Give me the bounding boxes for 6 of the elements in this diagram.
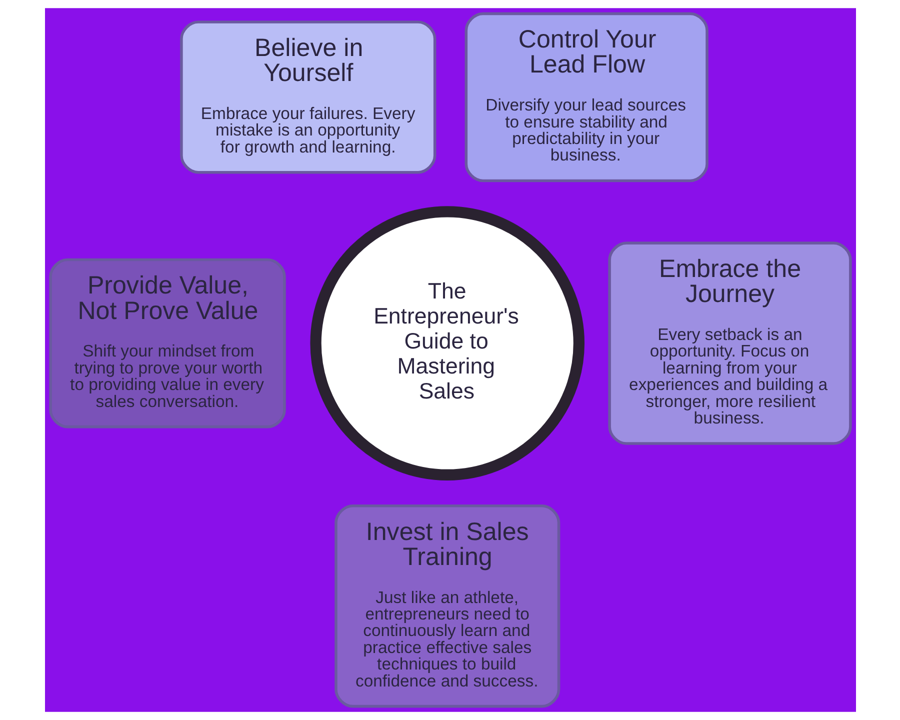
node-circle: The Entrepreneur's Guide to Mastering Sales xyxy=(310,206,584,480)
node-box: Embrace the Journey Every setback is an opportunity. Focus on learning from your experiences and building a stronger, more resilient business. xyxy=(608,242,852,445)
node-box: Control Your Lead Flow Diversify your lead sources to ensure stability and predictability in your business. xyxy=(464,12,708,182)
node-box: Invest in Sales Training Just like an athlete, entrepreneurs need to continuously learn and practice effective sales techniques to build confidence and success. xyxy=(334,504,560,708)
node-box: Provide Value, Not Prove Value Shift your mindset from trying to prove your worth to providing value in every sales conversation. xyxy=(48,258,286,428)
node-box: Believe in Yourself Embrace your failures. Every mistake is an opportunity for growth and learning. xyxy=(180,20,436,174)
